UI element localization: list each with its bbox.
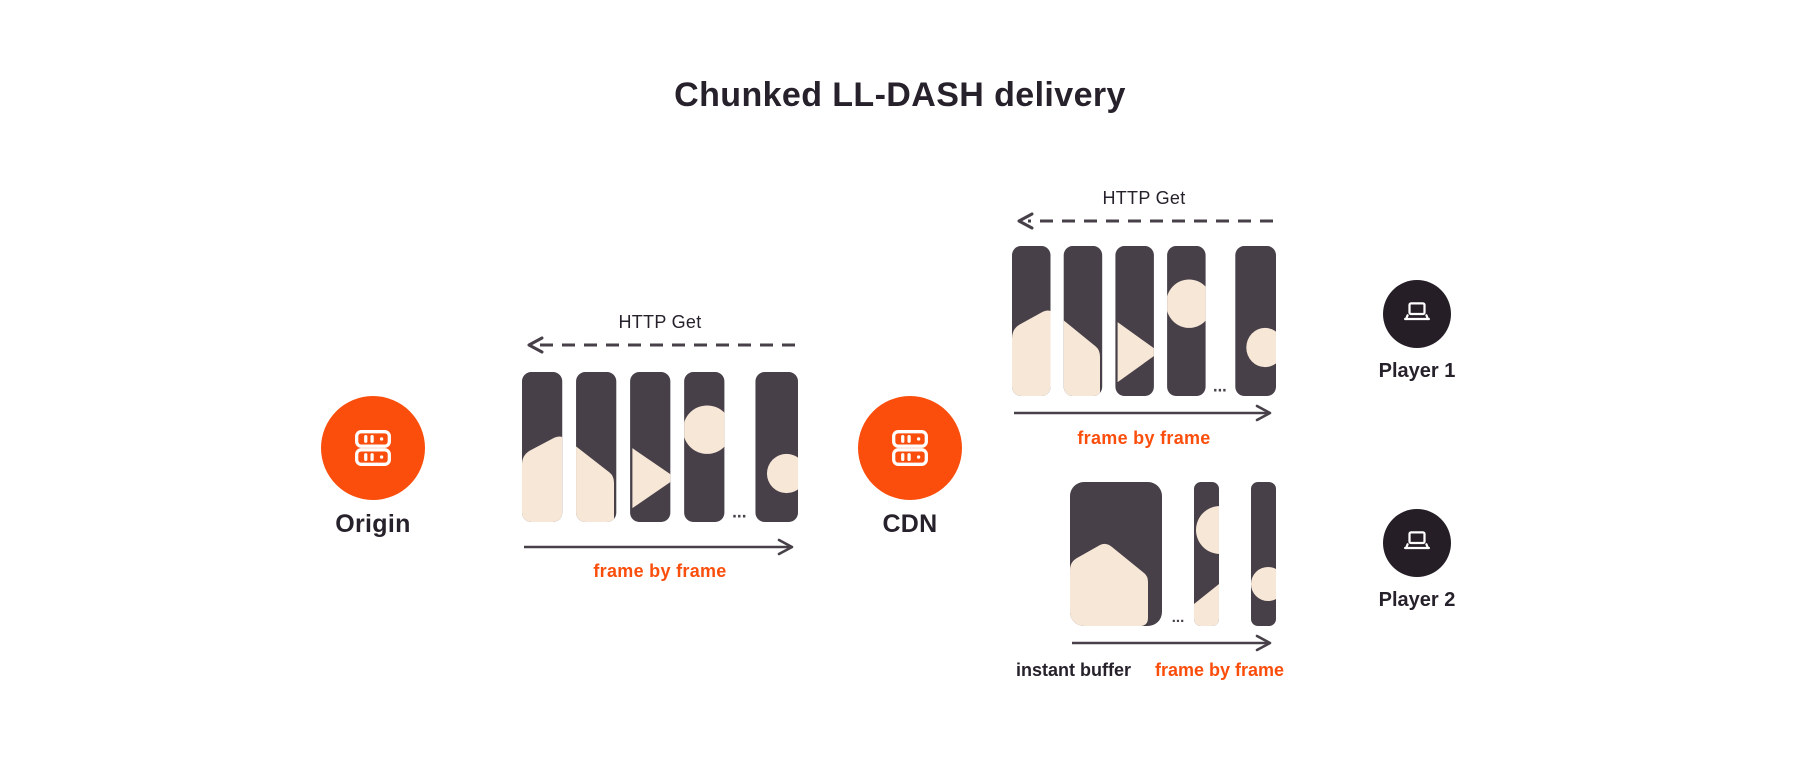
ellipsis-cdn-player2: ...	[1172, 609, 1185, 626]
chunked-stream-cdn-player1: ...	[1012, 246, 1276, 396]
http-get-arrow-left	[1017, 212, 1273, 230]
frame-by-frame-label-cdn-player2: frame by frame	[1154, 660, 1285, 680]
chunked-stream-origin-cdn: ...	[522, 372, 798, 522]
origin-node: Origin	[293, 396, 453, 539]
player2-node: Player 2	[1357, 509, 1477, 612]
player2-arrow-labels: instant buffer frame by frame	[950, 660, 1350, 681]
origin-circle	[321, 396, 425, 500]
ellipsis-cdn-player1: ...	[1213, 376, 1227, 395]
server-icon	[355, 430, 391, 466]
player2-circle	[1383, 509, 1451, 577]
buffered-stream-cdn-player2: ...	[1070, 482, 1276, 626]
cdn-node: CDN	[830, 396, 990, 539]
frame-arrow-right-cdn-player2	[1072, 634, 1272, 652]
http-get-label-origin-cdn: HTTP Get	[618, 312, 702, 332]
frame-by-frame-label-origin-cdn: frame by frame	[593, 561, 727, 581]
laptop-icon	[1404, 531, 1430, 550]
frame-arrow-right-cdn-player1	[1014, 404, 1272, 422]
http-get-arrow-left	[527, 336, 795, 354]
cdn-circle	[858, 396, 962, 500]
http-get-label-cdn-player1: HTTP Get	[1102, 188, 1186, 208]
player1-label: Player 1	[1378, 360, 1456, 382]
server-icon	[892, 430, 928, 466]
player2-label: Player 2	[1378, 589, 1456, 611]
laptop-icon	[1404, 302, 1430, 321]
cdn-label: CDN	[882, 510, 938, 538]
frame-arrow-right-origin-cdn	[524, 538, 794, 556]
ellipsis-origin-cdn: ...	[732, 501, 746, 521]
origin-label: Origin	[335, 510, 411, 538]
instant-buffer-label: instant buffer	[1015, 660, 1131, 680]
player1-circle	[1383, 280, 1451, 348]
diagram-title: Chunked LL-DASH delivery	[674, 76, 1126, 114]
frame-by-frame-label-cdn-player1: frame by frame	[1077, 428, 1211, 448]
player1-node: Player 1	[1357, 280, 1477, 383]
